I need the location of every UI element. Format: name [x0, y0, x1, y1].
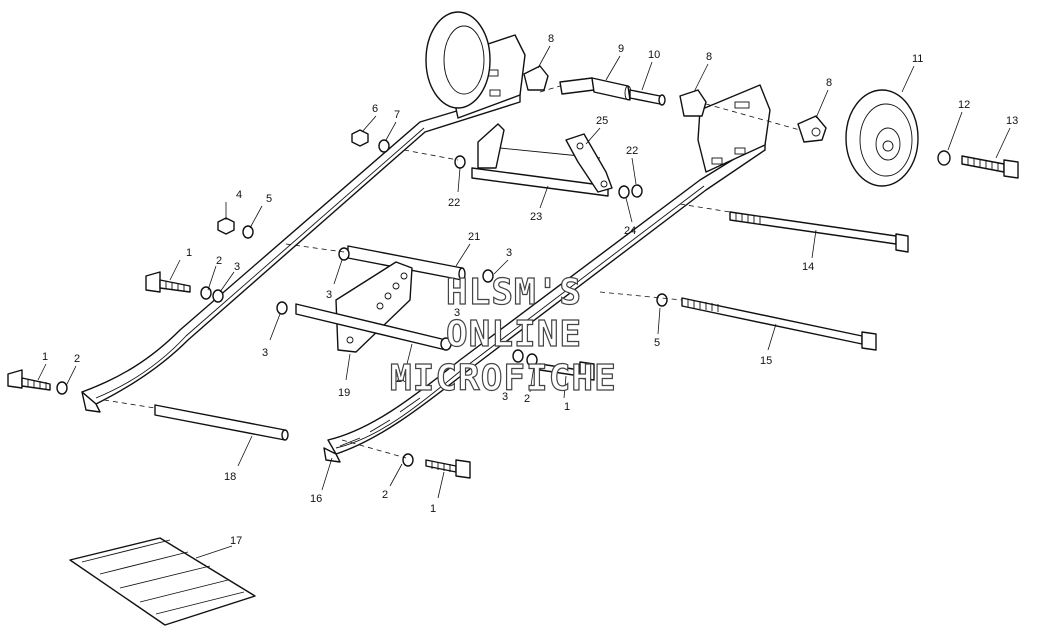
washer-22-right: [631, 184, 643, 198]
callout-17: 17: [230, 535, 242, 547]
callout-2: 2: [74, 353, 80, 365]
callout-7: 7: [394, 109, 400, 121]
callout-19: 19: [338, 387, 350, 399]
end-cap-8-right: [797, 115, 827, 143]
callout-9: 9: [618, 43, 624, 55]
end-cap-8-left: [523, 65, 549, 91]
upper-idler-wheel: [425, 11, 491, 109]
long-bolt-15: [681, 297, 877, 351]
callout-14: 14: [802, 261, 814, 273]
leader-lines: [37, 45, 1011, 559]
callout-24: 24: [624, 225, 636, 237]
callout-12: 12: [958, 99, 970, 111]
callout-4: 4: [236, 189, 242, 201]
callout-23: 23: [530, 211, 542, 223]
callout-3: 3: [326, 289, 332, 301]
callout-1: 1: [42, 351, 48, 363]
washer-7: [378, 139, 390, 153]
callout-2: 2: [524, 393, 530, 405]
rear-axle-9: [559, 77, 632, 101]
callout-25: 25: [596, 115, 608, 127]
bolt-13: [961, 155, 1019, 179]
callout-1: 1: [186, 247, 192, 259]
nut-4: [217, 217, 235, 235]
bolt-1-front: [7, 369, 51, 391]
watermark: HLSM'S ONLINE MICROFICHE: [389, 271, 617, 399]
washer-2-rear: [402, 453, 414, 467]
arm-bracket-19: [335, 261, 413, 353]
callout-20: 20: [396, 373, 408, 385]
callout-1: 1: [564, 401, 570, 413]
washer-3-upper: [212, 289, 224, 303]
callout-3: 3: [262, 347, 268, 359]
bolt-1-rear: [425, 459, 471, 479]
callout-8: 8: [826, 77, 832, 89]
callout-2: 2: [382, 489, 388, 501]
callout-8: 8: [706, 51, 712, 63]
washer-2-front: [56, 381, 68, 395]
spacer-10: [629, 89, 666, 106]
callout-16: 16: [310, 493, 322, 505]
callout-3: 3: [502, 391, 508, 403]
callout-2: 2: [216, 255, 222, 267]
washer-12: [937, 150, 951, 166]
right-rear-plate: [697, 84, 771, 173]
bolt-1-mid: [539, 361, 595, 381]
callout-3: 3: [454, 307, 460, 319]
wear-strip-17: [69, 537, 256, 626]
rear-idler-wheel-11: [845, 89, 919, 187]
washer-22-left: [454, 155, 466, 169]
watermark-line-2: ONLINE: [446, 314, 582, 355]
bolt-1-upper: [145, 271, 191, 293]
watermark-line-3: MICROFICHE: [390, 358, 617, 399]
left-slide-rail: [81, 91, 521, 413]
callout-10: 10: [648, 49, 660, 61]
callout-5: 5: [654, 337, 660, 349]
callout-13: 13: [1006, 115, 1018, 127]
callout-5: 5: [266, 193, 272, 205]
callout-22: 22: [448, 197, 460, 209]
callout-labels: 1 2 3 4 5 6 7 8 9 10 8 8 11 12 13 25 22 …: [42, 33, 1018, 547]
washer-5-upper: [242, 225, 254, 239]
pivot-arm-23: [471, 123, 609, 197]
callout-18: 18: [224, 471, 236, 483]
callout-11: 11: [912, 53, 923, 65]
callout-15: 15: [760, 355, 772, 367]
callout-21: 21: [468, 231, 480, 243]
callout-1: 1: [430, 503, 436, 515]
long-bolt-14: [729, 211, 909, 253]
bushing-24: [618, 185, 630, 199]
front-crossshaft-18: [154, 404, 289, 441]
callout-3: 3: [506, 247, 512, 259]
end-cap-8-middle: [679, 89, 707, 117]
callout-3: 3: [234, 261, 240, 273]
callout-8: 8: [548, 33, 554, 45]
callout-6: 6: [372, 103, 378, 115]
washers-3-group: [276, 247, 538, 367]
callout-22: 22: [626, 145, 638, 157]
watermark-line-1: HLSM'S: [446, 272, 582, 313]
washer-5-lower: [656, 293, 668, 307]
nut-6: [351, 129, 369, 147]
washer-2-upper: [200, 286, 212, 300]
pivot-link-25: [565, 133, 613, 193]
